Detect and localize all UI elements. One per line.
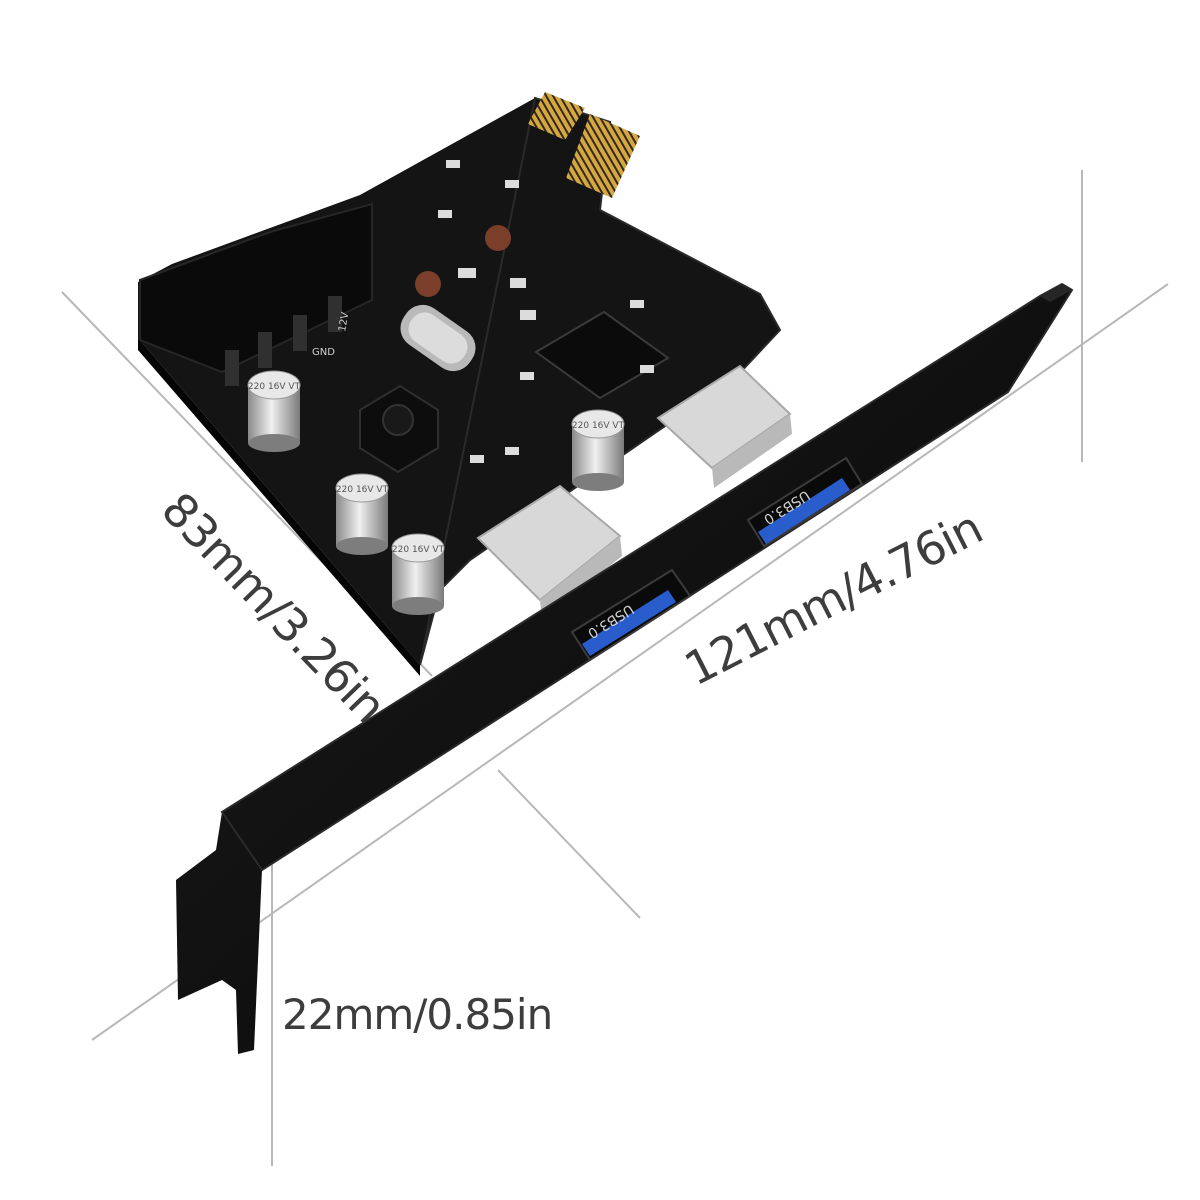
inductor	[359, 384, 439, 474]
depth-line-extension	[497, 769, 641, 919]
pcie-gold-contacts	[528, 92, 640, 198]
power-header-connector: GND 12V	[139, 202, 373, 386]
capacitor-1-label: 220 16V VT	[248, 382, 301, 392]
pin-label-gnd: GND	[312, 347, 335, 358]
capacitor-2: 220 16V VT	[335, 473, 389, 555]
height-dimension-label: 22mm/0.85in	[282, 990, 553, 1039]
capacitor-2-label: 220 16V VT	[336, 485, 389, 495]
usb-port-housing-2	[656, 364, 792, 488]
capacitor-3-label: 220 16V VT	[392, 545, 445, 555]
capacitor-1: 220 16V VT	[247, 370, 301, 452]
crystal-oscillator	[400, 304, 476, 372]
capacitor-3: 220 16V VT	[391, 533, 445, 615]
capacitor-4-label: 220 16V VT	[572, 421, 625, 431]
controller-chip	[534, 310, 670, 400]
pin-label-12v: 12V	[337, 311, 351, 332]
usb-port-1: USB3.0	[570, 568, 692, 662]
capacitor-4: 220 16V VT	[571, 409, 625, 491]
small-components	[415, 160, 654, 463]
